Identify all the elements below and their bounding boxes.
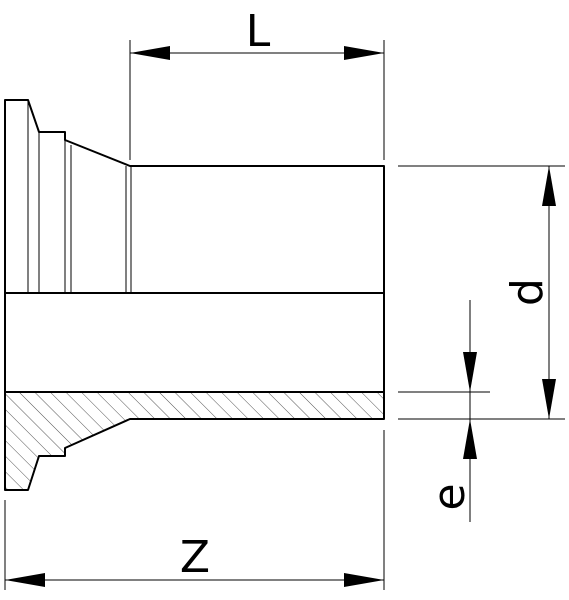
fitting-bore (4, 292, 385, 392)
arrow-down-icon (542, 379, 556, 419)
arrow-left-icon (5, 573, 45, 587)
arrow-up-icon (463, 419, 477, 459)
fitting-section (4, 391, 385, 491)
dimension-e: e (398, 300, 490, 522)
arrow-up-icon (542, 166, 556, 206)
dimension-d: d (398, 165, 565, 420)
arrow-right-icon (344, 46, 384, 60)
fitting-upper-view (4, 99, 385, 293)
dimension-z: Z (4, 430, 385, 590)
label-e: e (424, 483, 475, 510)
label-z: Z (180, 532, 210, 583)
label-l: L (246, 6, 271, 57)
dimension-l: L (129, 6, 385, 160)
arrow-down-icon (463, 352, 477, 392)
label-d: d (502, 278, 553, 306)
arrow-left-icon (130, 46, 170, 60)
arrow-right-icon (344, 573, 384, 587)
